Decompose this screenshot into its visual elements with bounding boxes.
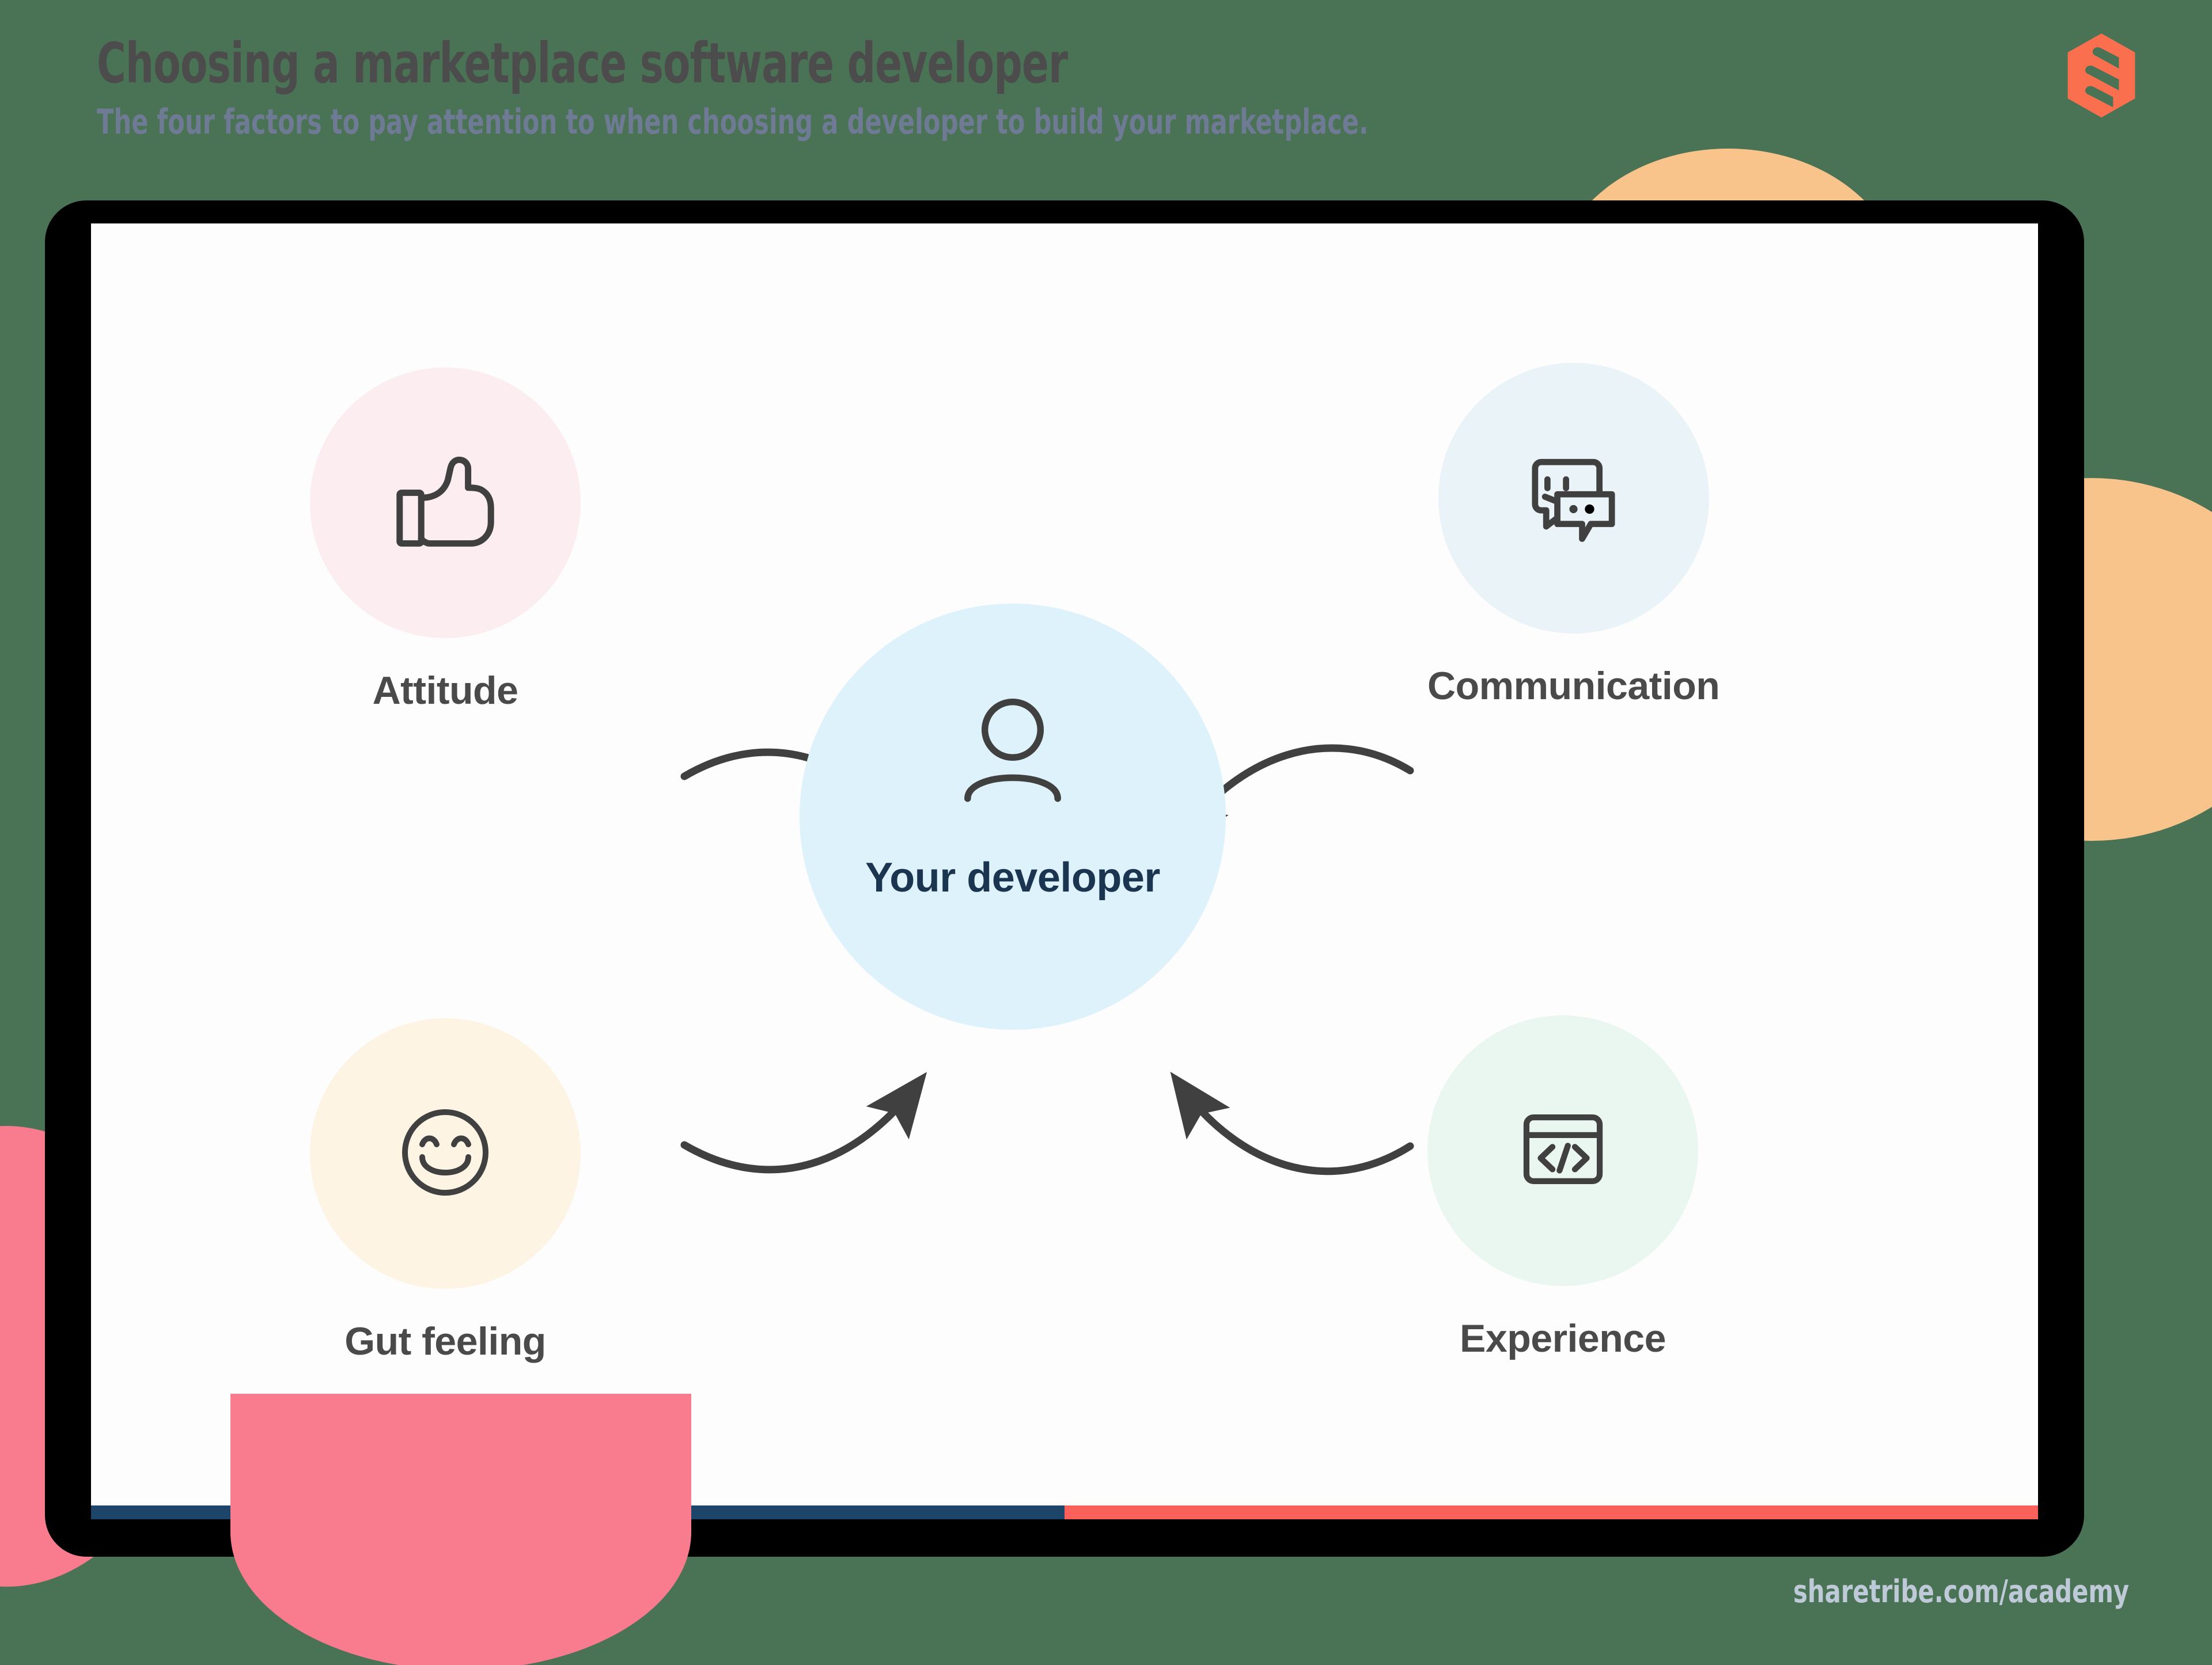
thumbs-up-icon [382, 438, 509, 568]
gut-feeling-label: Gut feeling [344, 1319, 546, 1363]
center-node-your-developer: Your developer [800, 604, 1226, 1030]
accent-bar-coral-segment [1065, 1505, 2038, 1519]
tablet-screen: Your developer Attitude [91, 223, 2038, 1519]
sharetribe-hexagon-s-logo-icon [2065, 33, 2138, 117]
footer-url: sharetribe.com/academy [1793, 1573, 2129, 1610]
smiley-face-icon [388, 1095, 503, 1213]
person-icon [946, 690, 1079, 825]
developer-factors-diagram: Your developer Attitude [91, 223, 2038, 1519]
attitude-circle [310, 367, 581, 638]
arrow-gut-feeling-to-center [680, 1072, 927, 1174]
factor-node-attitude: Attitude [310, 367, 581, 713]
experience-circle [1427, 1015, 1698, 1286]
header: Choosing a marketplace software develope… [97, 36, 1767, 139]
factor-node-gut-feeling: Gut feeling [310, 1018, 581, 1364]
code-window-icon [1504, 1090, 1622, 1211]
communication-label: Communication [1427, 664, 1720, 708]
tablet-device-frame: Your developer Attitude [45, 200, 2084, 1557]
communication-circle [1438, 363, 1709, 634]
page-subtitle: The four factors to pay attention to whe… [97, 102, 1369, 142]
center-node-label: Your developer [865, 855, 1160, 901]
factor-node-experience: Experience [1427, 1015, 1698, 1361]
factor-node-communication: Communication [1427, 363, 1720, 708]
experience-label: Experience [1460, 1317, 1666, 1360]
speech-bubbles-icon [1512, 435, 1635, 562]
arrow-experience-to-center [1170, 1071, 1414, 1175]
attitude-label: Attitude [372, 669, 518, 712]
page-title: Choosing a marketplace software develope… [97, 31, 1068, 96]
decorative-blob-pink-bottom [230, 1394, 691, 1665]
gut-feeling-circle [310, 1018, 581, 1289]
